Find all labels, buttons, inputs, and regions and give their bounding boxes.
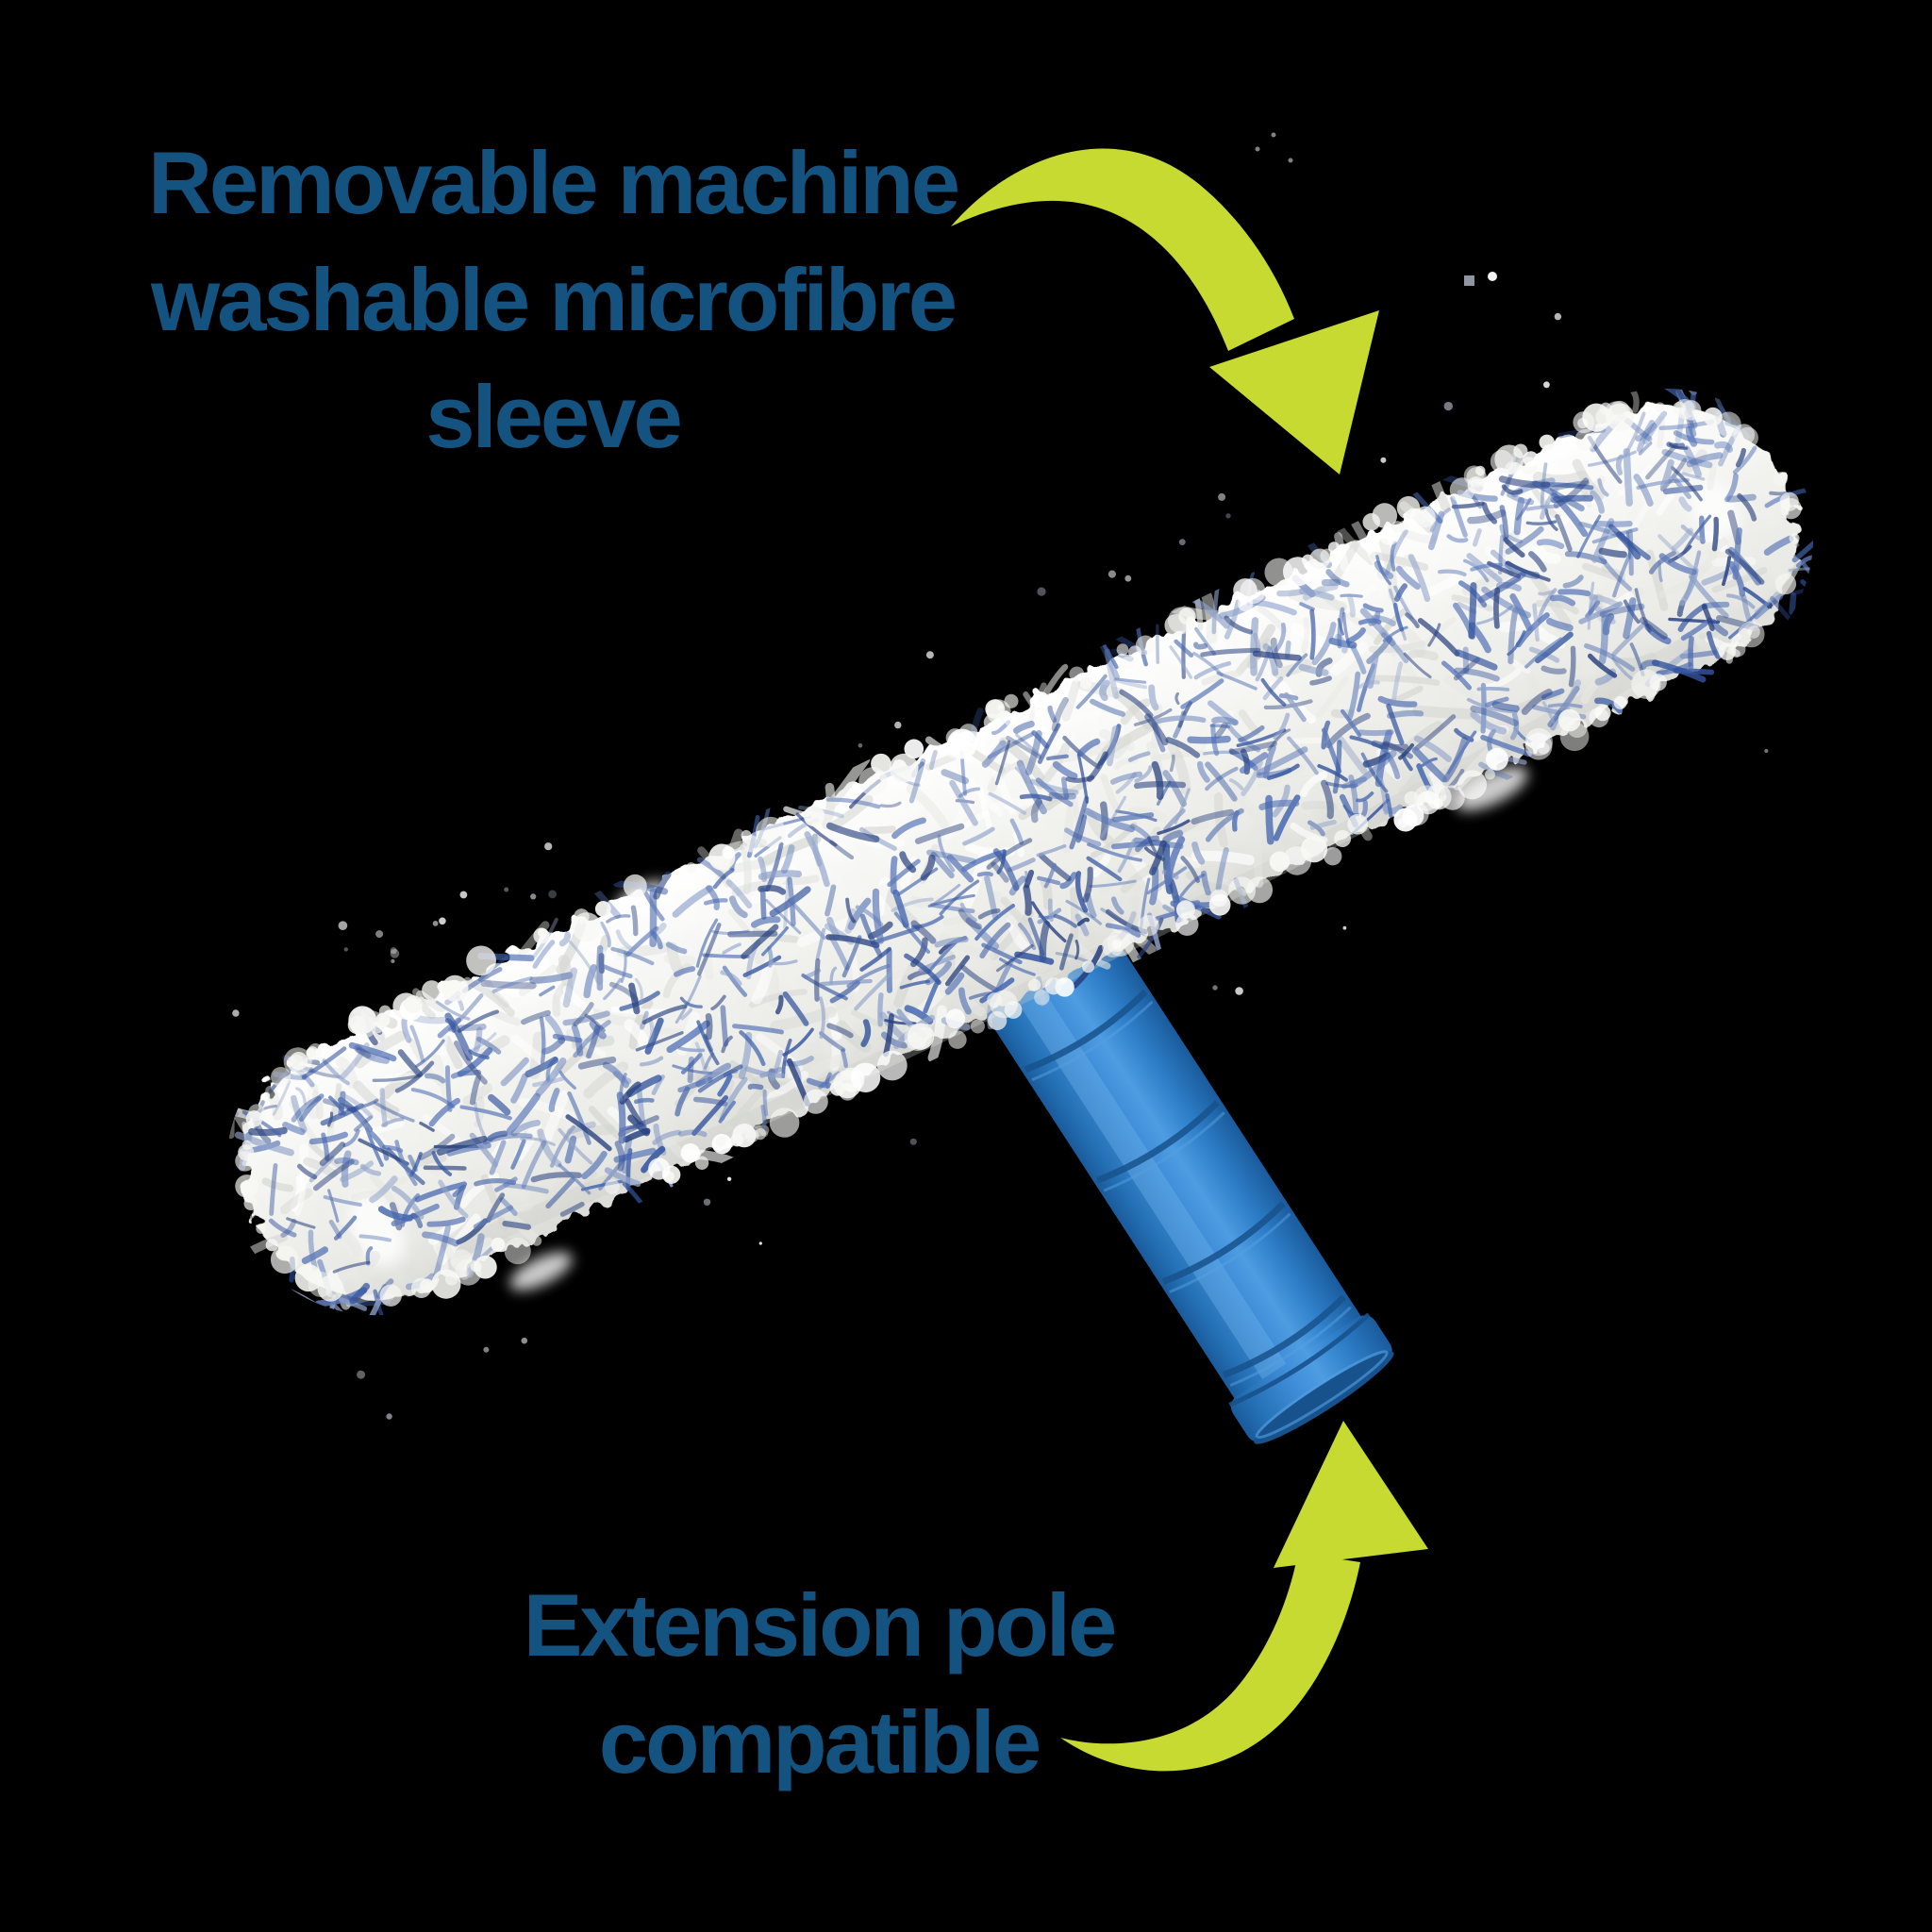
pole-label-line1: Extension pole [523,1575,1118,1674]
sleeve-label-line3: sleeve [425,367,683,466]
pole-label-line2: compatible [598,1692,1041,1791]
sleeve-arrow-icon [951,148,1379,475]
speckles [232,132,1769,1420]
pole-arrow-icon [1060,1421,1428,1772]
microfibre-sleeve [194,349,1844,1364]
sleeve-label-line1: Removable machine [147,133,960,232]
sleeve-feature-label: Removable machine washable microfibre sl… [25,125,1081,475]
sleeve-label-line2: washable microfibre [151,250,958,349]
pole-feature-label: Extension pole compatible [347,1567,1291,1801]
handle [963,892,1394,1444]
